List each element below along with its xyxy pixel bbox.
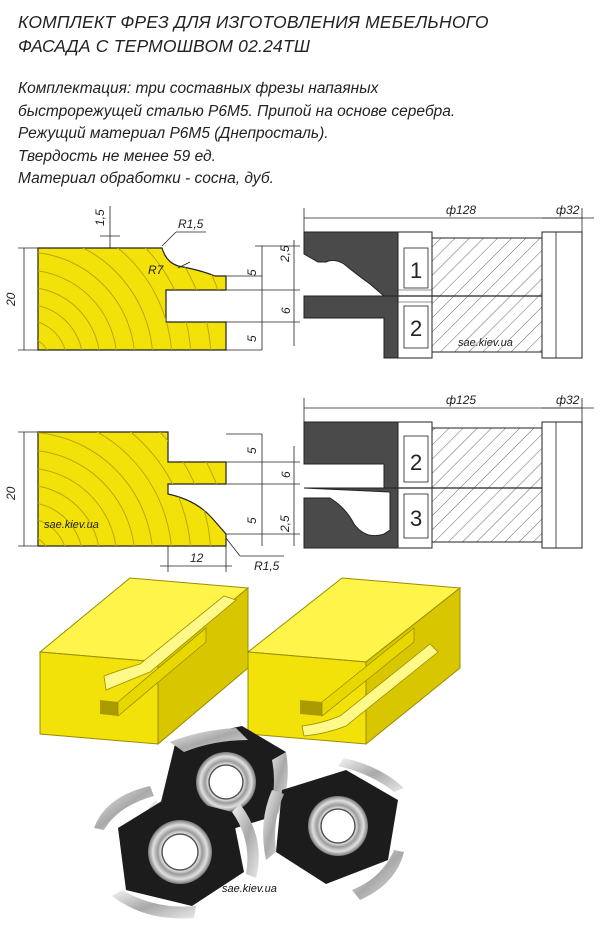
radius-inner: R7 xyxy=(148,263,165,277)
description-line: Комплектация: три составных фрезы напаян… xyxy=(18,80,379,97)
description-line: быстрорежущей сталью Р6М5. Припой на осн… xyxy=(18,102,456,120)
radius: R1,5 xyxy=(254,559,280,573)
page-title: КОМПЛЕКТ ФРЕЗ ДЛЯ ИЗГОТОВЛЕНИЯ МЕБЕЛЬНОГ… xyxy=(18,10,588,58)
dimension-labels-1: 20 1,5 R1,5 R7 2,5 5 6 5 xyxy=(4,209,293,342)
bore-diameter: ф32 xyxy=(556,203,580,217)
3d-block-left xyxy=(38,577,250,746)
dimensions-1 xyxy=(18,206,300,351)
dim-c: 6 xyxy=(279,307,293,314)
cutter-section-2 xyxy=(303,421,583,549)
dim-d: 5 xyxy=(245,335,259,342)
cutter-diameter: ф128 xyxy=(446,203,476,217)
dim-d: 2,5 xyxy=(278,515,292,533)
dim-width: 12 xyxy=(190,551,204,565)
dim-c: 5 xyxy=(245,517,259,524)
dim-height: 20 xyxy=(4,486,18,501)
description: Комплектация: три составных фрезы напаян… xyxy=(18,78,593,191)
dim-a: 2,5 xyxy=(278,245,292,263)
dimensions-2 xyxy=(18,431,300,572)
radius-top: R1,5 xyxy=(178,217,204,231)
3d-block-right xyxy=(246,577,462,746)
cutter-number-2: 2 xyxy=(410,316,422,341)
watermark: sae.kiev.ua xyxy=(458,337,513,349)
wood-profile-2 xyxy=(37,431,227,547)
wood-profile-1 xyxy=(37,247,227,351)
cutter-number-2: 2 xyxy=(410,450,422,475)
dim-height: 20 xyxy=(4,292,18,307)
dim-b: 5 xyxy=(245,269,259,276)
dim-top: 1,5 xyxy=(93,209,107,226)
description-line: Материал обработки - сосна, дуб. xyxy=(18,170,274,187)
title-line-1: КОМПЛЕКТ ФРЕЗ ДЛЯ ИЗГОТОВЛЕНИЯ МЕБЕЛЬНОГ… xyxy=(18,12,489,32)
bore-diameter: ф32 xyxy=(556,393,580,407)
cutter-dims-1 xyxy=(303,208,594,232)
dim-a: 5 xyxy=(245,447,259,454)
watermark: sae.kiev.ua xyxy=(222,883,277,895)
description-line: Твердость не менее 59 ед. xyxy=(18,147,216,165)
cutter-labels-2: ф125 ф32 2 3 xyxy=(410,393,580,531)
description-line: Режущий материал Р6М5 (Днепросталь). xyxy=(18,125,329,142)
cutters-photo: sae.kiev.ua xyxy=(94,726,404,919)
cutter-number-1: 1 xyxy=(410,258,422,283)
cutter-section-1 xyxy=(303,231,583,359)
dim-b: 6 xyxy=(279,471,293,478)
cutter-bottom-left xyxy=(94,786,259,919)
cutter-labels-1: ф128 ф32 1 2 sae.kiev.ua xyxy=(410,203,580,349)
dimension-labels-2: 20 5 6 5 2,5 12 R1,5 sae.kiev.ua xyxy=(4,447,293,573)
title-line-2: ФАСАДА С ТЕРМОШВОМ 02.24ТШ xyxy=(18,36,311,56)
watermark: sae.kiev.ua xyxy=(44,519,99,531)
cutter-dims-2 xyxy=(303,398,594,422)
cutter-right xyxy=(263,758,404,900)
cutter-number-3: 3 xyxy=(410,506,422,531)
cutter-diameter: ф125 xyxy=(446,393,476,407)
